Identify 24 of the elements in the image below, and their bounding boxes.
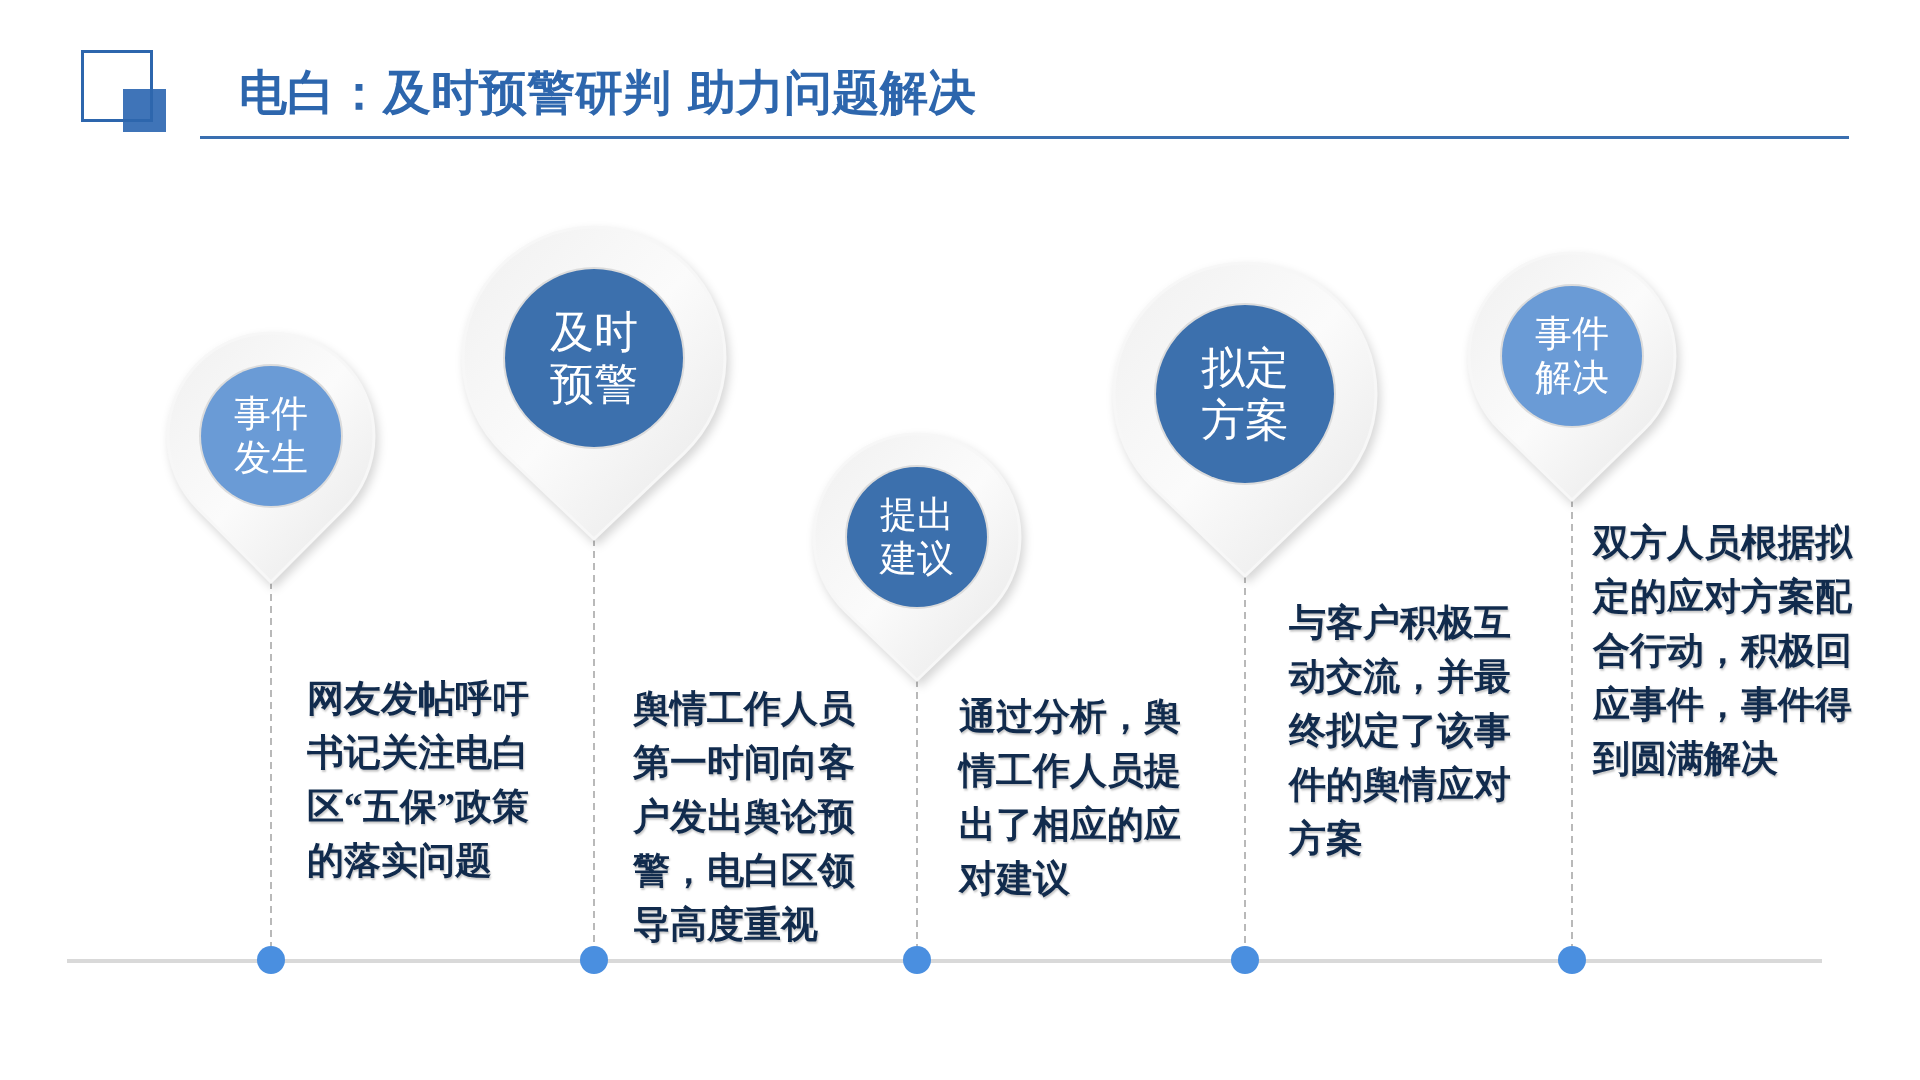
pin-label: 事件发生 [233,392,309,480]
dashed-connector [916,679,918,947]
event-description: 通过分析，舆情工作人员提出了相应的应对建议 [959,695,1182,901]
location-pin [814,434,1020,680]
event-description: 网友发帖呼吁书记关注电白区“五保”政策的落实问题 [307,677,530,883]
event-description: 双方人员根据拟定的应对方案配合行动，积极回应事件，事件得到圆满解决 [1593,521,1854,781]
timeline-dot [257,946,285,974]
location-pin [463,227,725,539]
timeline-dot [1558,946,1586,974]
timeline-dot [580,946,608,974]
location-pin [1469,253,1675,500]
event-description: 与客户积极互动交流，并最终拟定了该事件的舆情应对方案 [1289,601,1512,861]
event-description: 舆情工作人员第一时间向客户发出舆论预警，电白区领导高度重视 [633,687,856,947]
location-pin [1114,263,1376,576]
dashed-connector [1571,499,1573,947]
pin-label: 及时预警 [549,306,639,410]
location-pin [168,333,374,582]
timeline-dot [903,946,931,974]
slide-title: 电白：及时预警研判 助力问题解决 [239,63,976,122]
pin-label: 提出建议 [878,493,955,581]
timeline-dot [1231,946,1259,974]
pin-label: 拟定方案 [1200,342,1290,446]
dashed-connector [270,581,272,947]
pin-label: 事件解决 [1534,312,1610,400]
